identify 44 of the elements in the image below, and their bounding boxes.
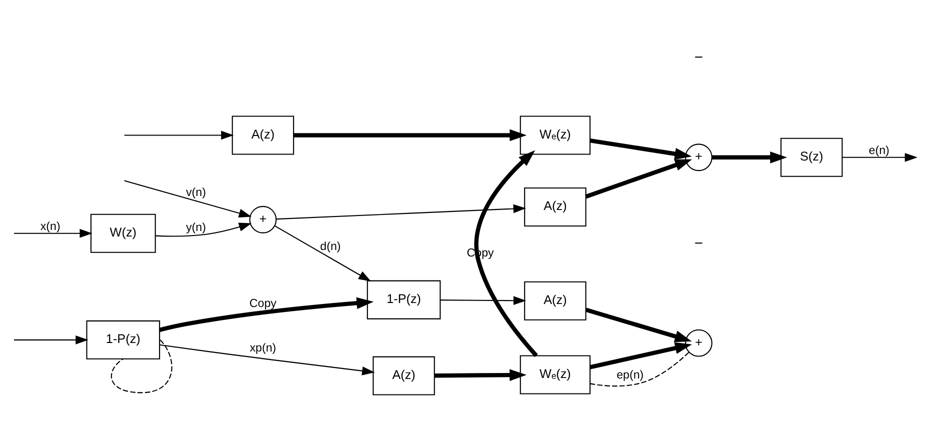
edge-label: x(n): [40, 220, 60, 233]
arrow: [274, 225, 372, 282]
edge-label: Copy: [249, 297, 276, 310]
arrow: [14, 335, 88, 344]
arrow: [276, 204, 526, 220]
edge-label: e(n): [868, 144, 890, 158]
label: −: [694, 50, 704, 66]
node-box: 1-P(z): [366, 280, 441, 320]
arrow: [474, 150, 538, 358]
node-box: Wₑ(z): [520, 355, 591, 394]
node-circle: +: [684, 329, 712, 357]
edge-label: v(n): [186, 186, 206, 200]
node-box: A(z): [372, 356, 435, 396]
node-circle: +: [684, 144, 712, 172]
arrow: [585, 159, 692, 199]
arrow: [590, 138, 692, 160]
arrow: [124, 130, 234, 140]
label: −: [694, 236, 704, 252]
arrow: [14, 228, 92, 238]
node-box: W(z): [90, 214, 156, 253]
node-box: Wₑ(z): [520, 116, 591, 155]
edge-label: xp(n): [250, 341, 276, 354]
arrow: [124, 180, 252, 218]
node-box: 1-P(z): [86, 320, 160, 360]
arrow: [440, 296, 526, 306]
edge-label: ep(n): [616, 368, 644, 382]
arrow: [712, 151, 788, 164]
node-box: A(z): [524, 187, 586, 226]
edge-label: y(n): [186, 221, 206, 234]
arrow: [159, 297, 374, 332]
connector: [110, 340, 172, 394]
arrow: [842, 152, 918, 162]
arrow: [585, 308, 692, 342]
connector: [590, 352, 690, 387]
arrow: [590, 342, 692, 370]
arrow: [294, 129, 527, 142]
arrow: [155, 222, 252, 237]
node-circle: +: [249, 206, 277, 234]
edge-label: d(n): [320, 240, 341, 254]
node-box: A(z): [232, 116, 294, 155]
node-box: S(z): [780, 138, 843, 177]
arrow: [434, 369, 527, 381]
arrow: [160, 344, 375, 376]
node-box: A(z): [524, 281, 586, 320]
